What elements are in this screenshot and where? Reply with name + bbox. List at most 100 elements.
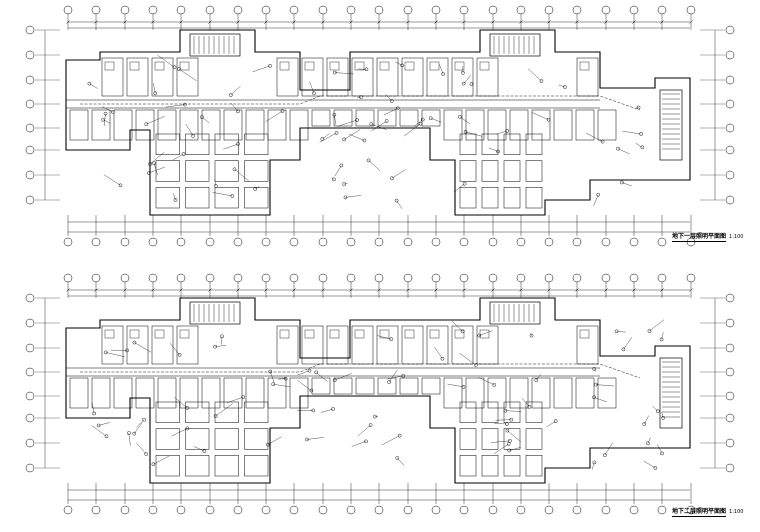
light-fixture	[394, 198, 399, 203]
light-fixture	[332, 177, 336, 182]
circuit-wire	[270, 371, 275, 384]
circuit-wire	[622, 131, 642, 135]
axis-bubble	[261, 273, 271, 283]
light-fixture	[314, 370, 319, 375]
light-fixture	[332, 70, 337, 75]
circuit-wire	[430, 118, 442, 123]
dimension-tick	[321, 288, 325, 292]
axis-bubble	[459, 273, 469, 283]
circuit-wire	[643, 460, 656, 469]
circuit-wire	[171, 428, 188, 437]
circuit-wire	[103, 174, 121, 186]
light-fixture	[220, 334, 224, 339]
circuit-wire	[465, 131, 482, 137]
axis-bubble-bottom	[289, 237, 299, 247]
room-outline	[525, 428, 543, 450]
light-fixture	[342, 137, 346, 142]
room-outline	[244, 455, 269, 477]
circuit-wire	[451, 321, 463, 332]
dimension-tick	[292, 20, 296, 24]
axis-bubble	[601, 5, 611, 15]
circuit-wire	[226, 396, 244, 403]
axis-bubble	[544, 273, 554, 283]
room-outline	[481, 401, 499, 423]
axis-bubble-bottom	[544, 237, 554, 247]
light-fixture	[592, 367, 596, 371]
circuit-wire	[434, 347, 443, 359]
room-outline	[333, 109, 353, 127]
circuit-wire	[594, 397, 607, 403]
stair-core	[659, 357, 683, 429]
fixture-box	[329, 61, 340, 71]
room-outline	[503, 401, 521, 423]
circuit-wire	[383, 108, 398, 116]
light-fixture	[440, 356, 445, 361]
light-fixture	[640, 145, 645, 150]
light-fixture	[646, 441, 650, 446]
axis-bubble	[516, 273, 526, 283]
dimension-tick	[462, 20, 466, 24]
room-outline	[155, 455, 180, 477]
light-fixture	[368, 423, 373, 427]
circuit-wire	[297, 380, 312, 391]
circuit-wire	[395, 61, 403, 66]
light-fixture	[92, 411, 96, 416]
light-fixture	[185, 406, 189, 410]
room-outline	[376, 325, 399, 365]
light-fixture	[236, 142, 240, 146]
axis-bubble-right	[725, 75, 735, 85]
axis-bubble-bottom	[346, 505, 356, 515]
axis-bubble-bottom	[374, 237, 384, 247]
light-fixture	[461, 81, 466, 86]
room-outline	[113, 377, 133, 409]
circuit-wire	[593, 194, 599, 206]
dimension-tick	[377, 288, 381, 292]
circuit-wire	[479, 330, 493, 336]
axis-bubble-bottom	[233, 505, 243, 515]
circuit-wire	[391, 169, 406, 179]
room-outline	[459, 133, 477, 155]
dimension-tick	[208, 288, 212, 292]
circuit-wire	[509, 447, 521, 451]
light-fixture	[307, 368, 312, 373]
light-fixture	[614, 329, 619, 334]
upper-lighting-plan	[25, 5, 735, 247]
room-outline	[459, 455, 477, 477]
circuit-wire	[453, 183, 465, 193]
circuit-wire	[148, 166, 165, 174]
axis-bubble-bottom	[176, 505, 186, 515]
circuit-wire	[334, 165, 342, 177]
axis-bubble-right	[725, 170, 735, 180]
circuit-wire	[134, 342, 152, 353]
axis-bubble-bottom	[572, 237, 582, 247]
room-outline	[185, 455, 210, 477]
room-outline	[553, 109, 573, 141]
light-fixture	[268, 64, 272, 68]
light-fixture	[103, 350, 108, 355]
room-outline	[311, 377, 331, 395]
circuit-wire	[322, 133, 330, 140]
circuit-wire	[255, 186, 260, 190]
axis-bubble	[374, 273, 384, 283]
fixture-box	[279, 61, 290, 71]
room-outline	[376, 57, 399, 97]
light-fixture	[418, 121, 423, 126]
light-fixture	[462, 181, 467, 186]
room-outline	[355, 109, 375, 127]
light-fixture	[428, 116, 433, 121]
dimension-tick	[66, 20, 70, 24]
room-outline	[155, 160, 180, 182]
room-outline	[176, 57, 199, 97]
circuit-wire	[212, 192, 233, 197]
circuit-wire	[265, 110, 283, 122]
fixture-box	[279, 329, 290, 339]
circuit-wire	[331, 177, 335, 180]
room-outline	[176, 325, 199, 365]
light-fixture	[387, 380, 391, 384]
dimension-tick	[604, 288, 608, 292]
room-outline	[301, 325, 324, 365]
circuit-wire	[387, 375, 404, 380]
dimension-tick	[406, 20, 410, 24]
room-outline	[245, 109, 265, 141]
room-outline	[503, 160, 521, 182]
